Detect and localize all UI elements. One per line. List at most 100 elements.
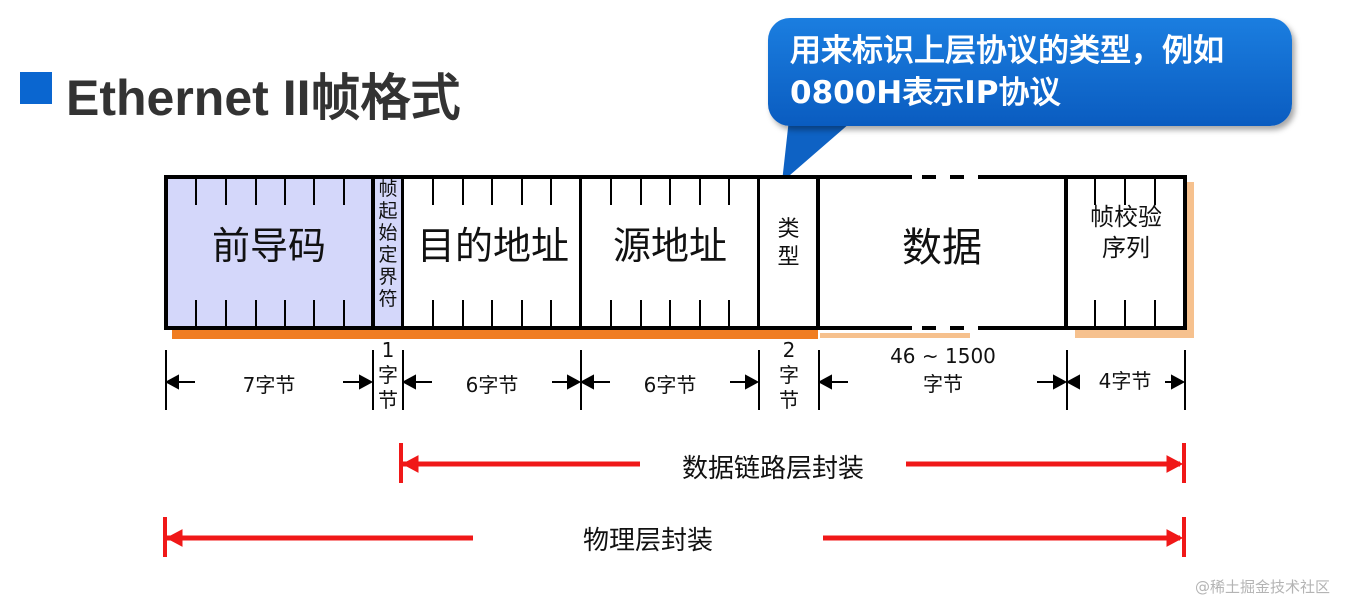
size-type: 2 字 节 bbox=[760, 338, 818, 413]
label-destination-address: 目的地址 bbox=[416, 224, 569, 268]
byte-tick bbox=[640, 300, 642, 326]
divider bbox=[401, 175, 404, 330]
size-preamble: 7字节 bbox=[242, 373, 296, 397]
field-sfd bbox=[373, 175, 403, 330]
watermark: @稀土掘金技术社区 bbox=[1194, 578, 1330, 596]
byte-tick bbox=[728, 300, 730, 326]
dim-boundary bbox=[1184, 350, 1186, 410]
byte-tick bbox=[1154, 179, 1156, 205]
frame-right-border bbox=[1183, 175, 1187, 330]
byte-tick bbox=[521, 300, 523, 326]
byte-tick bbox=[610, 179, 612, 205]
byte-tick bbox=[343, 179, 345, 205]
type-size-unit2: 节 bbox=[779, 388, 799, 412]
divider bbox=[1064, 175, 1068, 330]
byte-tick bbox=[313, 179, 315, 205]
data-dash-top bbox=[912, 175, 988, 179]
callout-bubble bbox=[768, 18, 1292, 126]
byte-tick bbox=[255, 300, 257, 326]
byte-tick bbox=[343, 300, 345, 326]
sfd-char: 起 bbox=[378, 200, 398, 222]
divider bbox=[579, 175, 582, 330]
byte-tick bbox=[550, 300, 552, 326]
byte-tick bbox=[225, 179, 227, 205]
label-fcs: 帧校验 序列 bbox=[1066, 202, 1186, 264]
label-sfd: 帧 起 始 定 界 符 bbox=[374, 178, 402, 310]
type-size-unit1: 字 bbox=[779, 363, 799, 387]
field-type bbox=[759, 175, 818, 330]
callout-line-2: 0800H表示IP协议 bbox=[790, 75, 1061, 111]
field-preamble bbox=[165, 175, 373, 330]
type-line-1: 类 bbox=[777, 217, 800, 242]
size-fcs: 4字节 bbox=[1098, 369, 1152, 393]
byte-tick bbox=[550, 179, 552, 205]
byte-tick bbox=[195, 179, 197, 205]
byte-tick bbox=[491, 300, 493, 326]
dim-boundary bbox=[165, 350, 167, 410]
byte-tick bbox=[699, 300, 701, 326]
fcs-line-1: 帧校验 bbox=[1090, 203, 1162, 231]
label-preamble: 前导码 bbox=[211, 224, 326, 268]
byte-tick bbox=[255, 179, 257, 205]
byte-tick bbox=[669, 300, 671, 326]
byte-tick bbox=[491, 179, 493, 205]
shadow-underbar-data bbox=[820, 333, 970, 338]
byte-tick bbox=[640, 179, 642, 205]
page-title: Ethernet II帧格式 bbox=[66, 70, 461, 126]
shadow-right-edge bbox=[1186, 182, 1194, 338]
callout-pointer bbox=[782, 110, 865, 182]
sfd-char: 始 bbox=[378, 222, 398, 244]
byte-tick bbox=[432, 300, 434, 326]
sfd-char: 界 bbox=[378, 266, 398, 288]
byte-tick bbox=[669, 179, 671, 205]
byte-tick bbox=[699, 179, 701, 205]
byte-tick bbox=[610, 300, 612, 326]
type-line-2: 型 bbox=[777, 245, 800, 270]
sfd-size-num: 1 bbox=[381, 338, 395, 362]
label-type: 类 型 bbox=[759, 216, 818, 272]
byte-tick bbox=[432, 179, 434, 205]
byte-tick bbox=[225, 300, 227, 326]
byte-tick bbox=[1124, 300, 1126, 326]
frame-left-border bbox=[164, 175, 168, 330]
size-sfd: 1 字 节 bbox=[374, 338, 402, 413]
byte-tick bbox=[1124, 179, 1126, 205]
byte-tick bbox=[728, 179, 730, 205]
field-fcs bbox=[1066, 175, 1186, 330]
divider bbox=[757, 175, 760, 330]
datalink-encapsulation-label: 数据链路层封装 bbox=[681, 454, 864, 484]
dim-boundary bbox=[818, 350, 820, 410]
dim-boundary bbox=[372, 350, 374, 410]
title-bullet-square bbox=[20, 72, 52, 104]
divider bbox=[816, 175, 820, 330]
byte-tick bbox=[1094, 300, 1096, 326]
data-size-line-1: 46 ~ 1500 bbox=[890, 344, 996, 368]
size-source: 6字节 bbox=[643, 373, 697, 397]
dim-boundary bbox=[1066, 350, 1068, 410]
dim-boundary bbox=[402, 350, 404, 410]
sfd-char: 定 bbox=[378, 244, 398, 266]
callout-text: 用来标识上层协议的类型，例如 0800H表示IP协议 bbox=[790, 30, 1280, 114]
sfd-char: 符 bbox=[378, 288, 398, 310]
byte-tick bbox=[1094, 179, 1096, 205]
byte-tick bbox=[462, 179, 464, 205]
byte-tick bbox=[284, 179, 286, 205]
byte-tick bbox=[195, 300, 197, 326]
divider bbox=[371, 175, 375, 330]
physical-encapsulation-label: 物理层封装 bbox=[582, 526, 713, 556]
shadow-underbar-fcs bbox=[1075, 330, 1190, 338]
dim-boundary bbox=[758, 350, 760, 410]
size-destination: 6字节 bbox=[465, 373, 519, 397]
label-data: 数据 bbox=[902, 225, 982, 271]
data-size-line-2: 字节 bbox=[923, 372, 963, 396]
dim-boundary bbox=[580, 350, 582, 410]
label-source-address: 源地址 bbox=[612, 224, 727, 268]
fcs-line-2: 序列 bbox=[1102, 234, 1150, 262]
data-dash-bottom bbox=[912, 326, 988, 330]
size-data: 46 ~ 1500 字节 bbox=[848, 342, 1038, 398]
sfd-char: 帧 bbox=[378, 178, 398, 200]
byte-tick bbox=[1154, 300, 1156, 326]
byte-tick bbox=[313, 300, 315, 326]
